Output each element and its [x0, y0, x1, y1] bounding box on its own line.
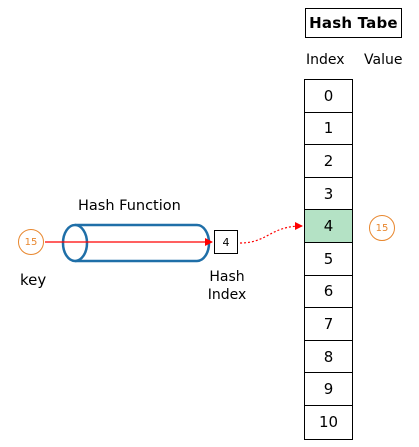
index-to-slot-arrow [239, 222, 303, 244]
hash-index-box: 4 [214, 230, 238, 254]
hash-table-cell: 9 [305, 373, 352, 406]
hash-table-cell: 6 [305, 276, 352, 309]
key-circle: 15 [18, 229, 44, 255]
key-label: key [20, 271, 47, 289]
hash-index-label-line1: Hash [209, 269, 245, 285]
stored-value-circle: 15 [369, 215, 395, 241]
hash-table-cell: 10 [318, 413, 339, 432]
hash-table-title: Hash Tabe [305, 8, 402, 38]
stored-value: 15 [375, 222, 389, 234]
hash-table-cell: 1 [305, 113, 352, 146]
hash-table-cell: 2 [305, 145, 352, 178]
key-value: 15 [24, 236, 38, 248]
hash-function-label: Hash Function [78, 198, 181, 214]
hash-table-cell: 7 [305, 308, 352, 341]
hash-table-cell: 5 [305, 243, 352, 276]
index-column-header: Index [306, 52, 345, 68]
hash-table-cell: 3 [305, 178, 352, 211]
hash-index-label: Hash Index [202, 268, 252, 304]
hash-index-value: 4 [222, 235, 230, 249]
hash-table-cell: 8 [305, 341, 352, 374]
hash-function-cylinder [61, 223, 211, 263]
value-column-header: Value [364, 52, 403, 68]
hash-table-cell: 4 [305, 210, 352, 243]
hash-table-cell: 0 [305, 80, 352, 113]
hash-index-label-line2: Index [207, 287, 247, 303]
